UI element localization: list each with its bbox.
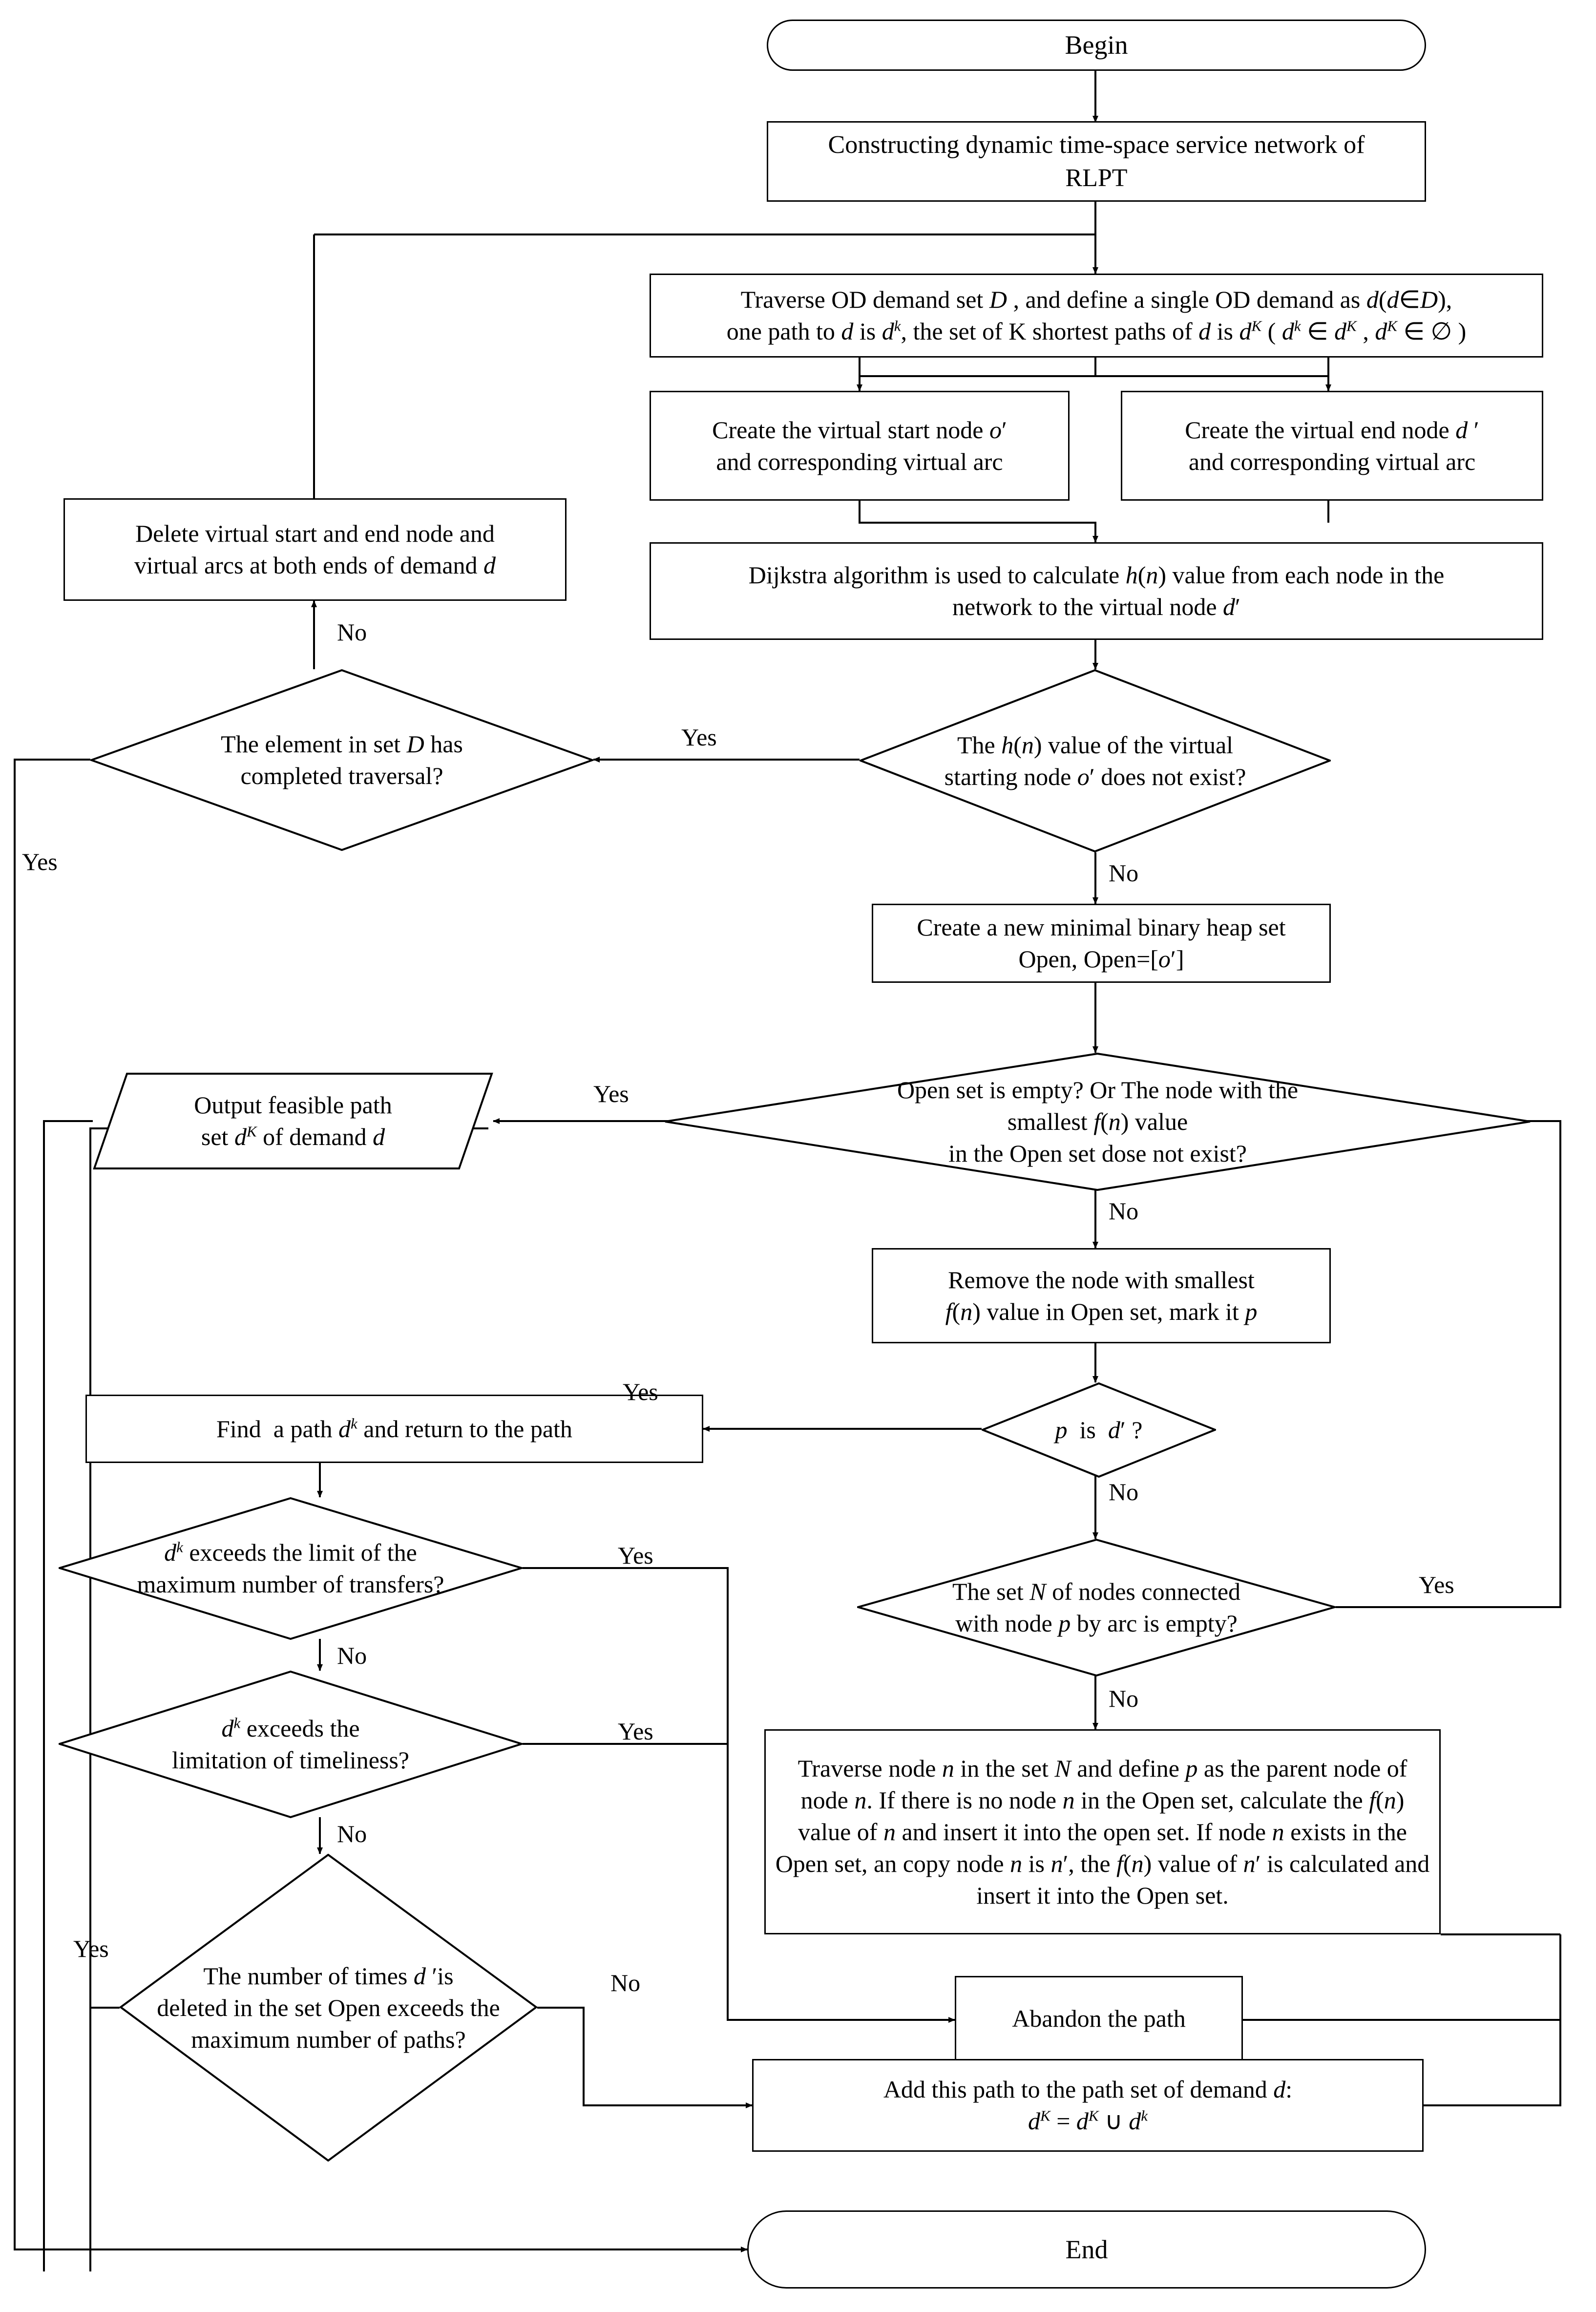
edge-label-hn-no: No <box>1109 859 1139 887</box>
node-traverse-node-n[interactable]: Traverse node n in the set N and define … <box>764 1729 1441 1934</box>
node-abandon-path-label: Abandon the path <box>1012 2005 1186 2032</box>
node-begin[interactable]: Begin <box>767 20 1426 71</box>
edge-label-p-is-d-yes: Yes <box>623 1378 658 1405</box>
node-create-virtual-end[interactable]: Create the virtual end node d ′and corre… <box>1121 391 1543 501</box>
node-add-path-to-set-label: Add this path to the path set of demand … <box>883 2076 1293 2135</box>
node-abandon-path[interactable]: Abandon the path <box>955 1976 1243 2061</box>
edge-label-set-d-no: No <box>337 618 367 646</box>
node-create-virtual-end-label: Create the virtual end node d ′and corre… <box>1185 416 1479 475</box>
node-create-virtual-start[interactable]: Create the virtual start node o′and corr… <box>650 391 1070 501</box>
edge-label-deleted-yes: Yes <box>73 1935 109 1962</box>
edge-label-transfers-no: No <box>337 1642 367 1669</box>
node-p-is-d-prime[interactable]: p is d′ ? <box>982 1382 1216 1478</box>
node-find-path-return-label: Find a path dk and return to the path <box>216 1414 572 1442</box>
node-construct-network[interactable]: Constructing dynamic time-space service … <box>767 121 1426 202</box>
node-traverse-od-demand-label: Traverse OD demand set D , and define a … <box>726 286 1467 345</box>
node-begin-label: Begin <box>1065 30 1128 60</box>
node-end-label: End <box>1065 2234 1108 2264</box>
node-traverse-od-demand[interactable]: Traverse OD demand set D , and define a … <box>650 274 1543 358</box>
node-traverse-node-n-label: Traverse node n in the set N and define … <box>775 1754 1430 1909</box>
node-dijkstra-label: Dijkstra algorithm is used to calculate … <box>748 561 1445 620</box>
edge-label-set-d-yes: Yes <box>22 848 58 875</box>
node-dijkstra[interactable]: Dijkstra algorithm is used to calculate … <box>650 542 1543 640</box>
edge-label-deleted-no: No <box>610 1969 641 1996</box>
edge-label-timeliness-no: No <box>337 1820 367 1847</box>
edge-label-open-empty-no: No <box>1109 1197 1139 1225</box>
node-construct-network-label: Constructing dynamic time-space service … <box>828 130 1365 192</box>
edge-label-transfers-yes: Yes <box>618 1542 653 1569</box>
node-end[interactable]: End <box>747 2210 1426 2289</box>
edge-label-set-n-yes: Yes <box>1419 1571 1454 1598</box>
edge-label-timeliness-yes: Yes <box>618 1718 653 1745</box>
edge-label-p-is-d-no: No <box>1109 1478 1139 1506</box>
node-create-virtual-start-label: Create the virtual start node o′and corr… <box>712 416 1007 475</box>
edge-label-open-empty-yes: Yes <box>593 1080 629 1107</box>
edge-label-hn-yes: Yes <box>681 723 717 751</box>
node-add-path-to-set[interactable]: Add this path to the path set of demand … <box>752 2059 1424 2152</box>
node-find-path-return[interactable]: Find a path dk and return to the path <box>85 1395 703 1463</box>
node-p-is-d-prime-label: p is d′ ? <box>1055 1416 1143 1443</box>
edge-label-set-n-no: No <box>1109 1685 1139 1712</box>
